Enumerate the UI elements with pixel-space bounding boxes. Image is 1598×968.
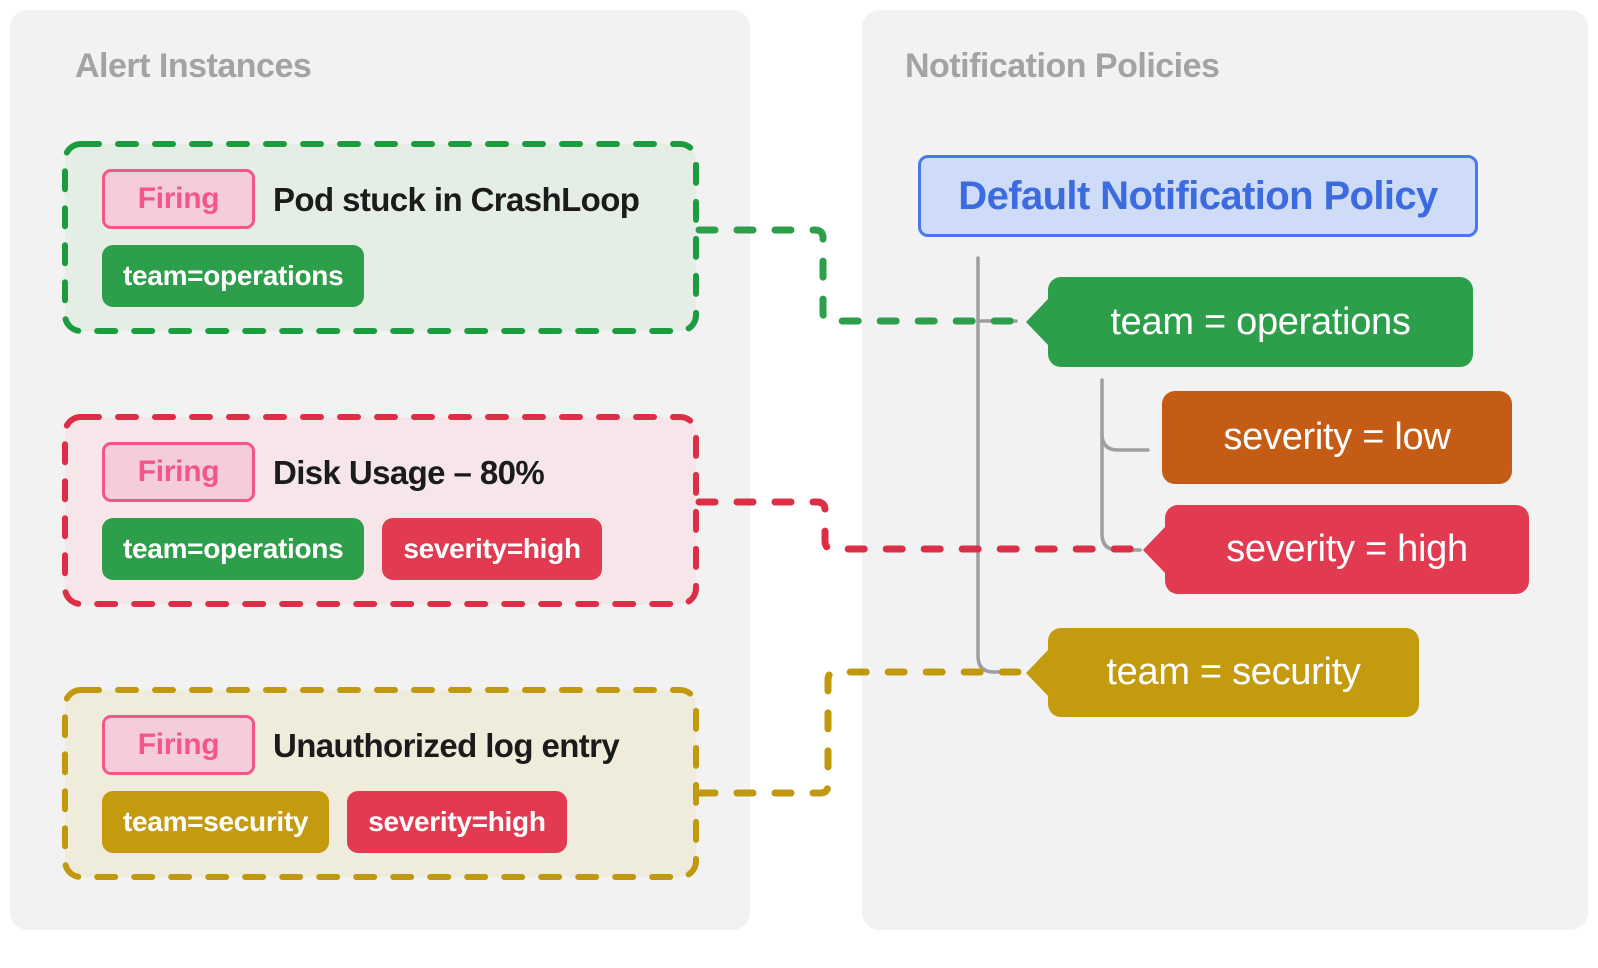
alert-instances-heading: Alert Instances	[75, 47, 312, 85]
policy-matcher-team-operations: team = operations	[1048, 277, 1473, 367]
alert-title-unauthorized: Unauthorized log entry	[273, 727, 620, 764]
label-chip-team-operations: team=operations	[102, 245, 365, 307]
policy-matcher-severity-low: severity = low	[1162, 391, 1512, 484]
label-chip-team-security: team=security	[102, 791, 330, 853]
alert-labels-row: team=security severity=high	[102, 791, 567, 853]
policy-matcher-team-security: team = security	[1048, 628, 1419, 717]
firing-badge: Firing	[102, 715, 255, 775]
firing-badge: Firing	[102, 169, 255, 229]
label-chip-severity-high: severity=high	[347, 791, 567, 853]
alert-labels-row: team=operations	[102, 245, 365, 307]
alert-labels-row: team=operations severity=high	[102, 518, 602, 580]
alert-title-diskusage: Disk Usage – 80%	[273, 454, 545, 491]
alert-title-crashloop: Pod stuck in CrashLoop	[273, 181, 640, 218]
policy-matcher-severity-high: severity = high	[1165, 505, 1529, 594]
firing-badge: Firing	[102, 442, 255, 502]
default-notification-policy-node: Default Notification Policy	[918, 155, 1478, 237]
notification-policies-heading: Notification Policies	[905, 47, 1220, 85]
label-chip-severity-high: severity=high	[382, 518, 602, 580]
label-chip-team-operations: team=operations	[102, 518, 365, 580]
